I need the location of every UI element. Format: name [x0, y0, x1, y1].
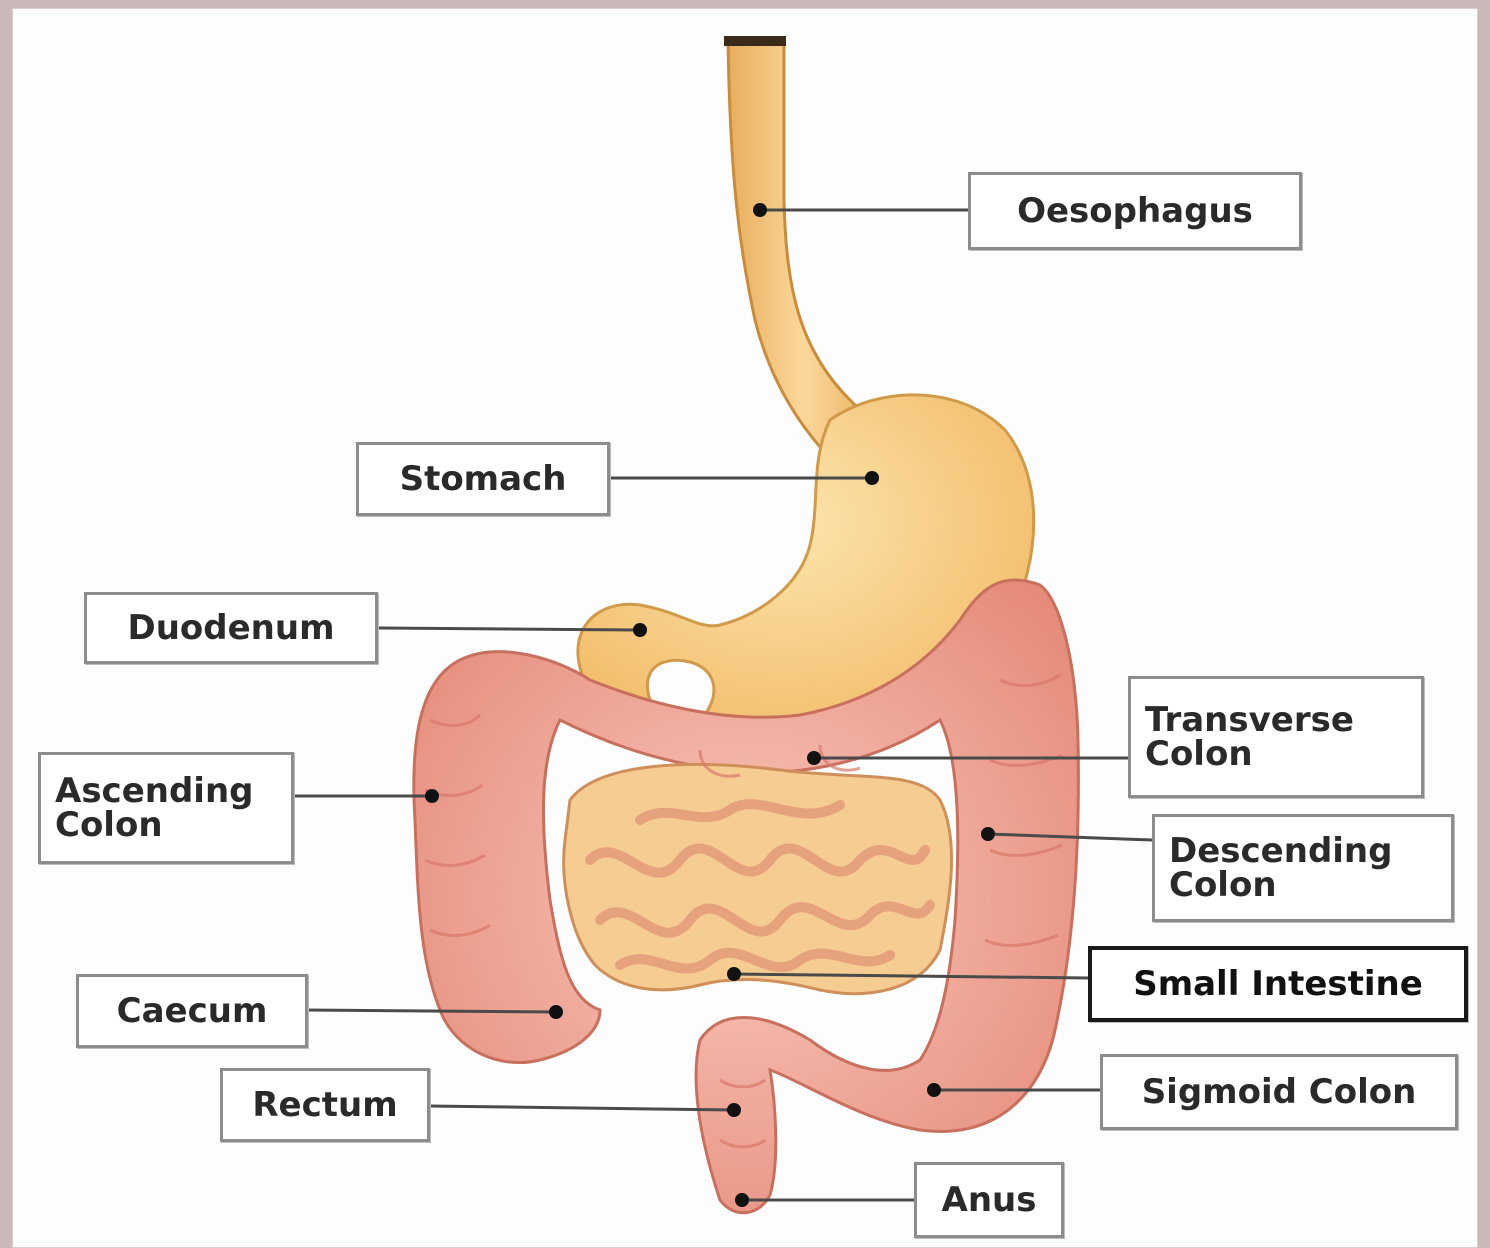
label-anus: Anus — [914, 1162, 1064, 1238]
dot-ascending-colon — [425, 789, 439, 803]
label-stomach: Stomach — [356, 442, 610, 516]
label-transverse-colon-line2: Colon — [1145, 737, 1253, 771]
label-ascending-colon-line2: Colon — [55, 808, 163, 842]
label-descending-colon-line2: Colon — [1169, 868, 1277, 902]
dot-caecum — [549, 1005, 563, 1019]
leader-caecum — [306, 1010, 556, 1012]
dot-oesophagus — [753, 203, 767, 217]
dot-sigmoid-colon — [927, 1083, 941, 1097]
dot-stomach — [865, 471, 879, 485]
leader-rectum — [428, 1106, 734, 1110]
label-sigmoid-colon: Sigmoid Colon — [1100, 1054, 1458, 1130]
dot-small-intestine — [727, 967, 741, 981]
oesophagus-top-cap — [724, 36, 786, 46]
leader-duodenum — [378, 628, 640, 630]
label-descending-colon: Descending Colon — [1152, 814, 1454, 922]
label-oesophagus: Oesophagus — [968, 172, 1302, 250]
label-duodenum: Duodenum — [84, 592, 378, 664]
label-ascending-colon: Ascending Colon — [38, 752, 294, 864]
dot-anus — [735, 1193, 749, 1207]
label-transverse-colon: Transverse Colon — [1128, 676, 1424, 798]
label-transverse-colon-line1: Transverse — [1145, 703, 1354, 737]
label-small-intestine: Small Intestine — [1088, 946, 1468, 1022]
dot-rectum — [727, 1103, 741, 1117]
label-caecum: Caecum — [76, 974, 308, 1048]
dot-descending-colon — [981, 827, 995, 841]
label-rectum: Rectum — [220, 1068, 430, 1142]
label-ascending-colon-line1: Ascending — [55, 774, 254, 808]
dot-duodenum — [633, 623, 647, 637]
dot-transverse-colon — [807, 751, 821, 765]
label-descending-colon-line1: Descending — [1169, 834, 1392, 868]
